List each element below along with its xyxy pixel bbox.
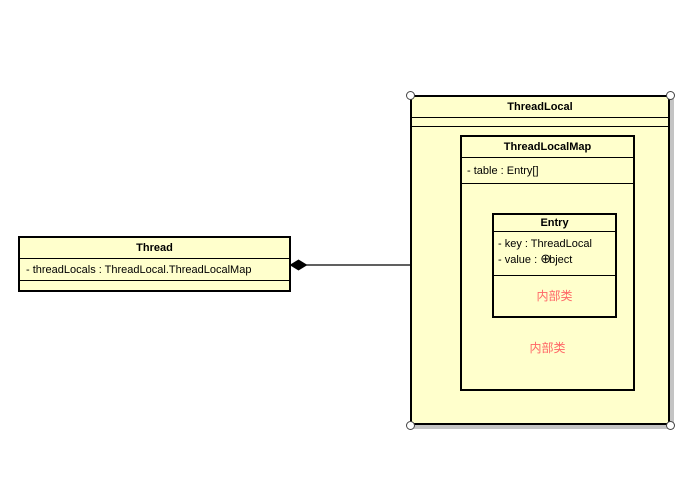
- class-box-thread[interactable]: Thread - threadLocals : ThreadLocal.Thre…: [18, 236, 291, 292]
- class-attribute-key: - key : ThreadLocal: [498, 238, 592, 250]
- class-attribute-table: - table : Entry[]: [467, 164, 539, 177]
- attribute-value-prefix: - value :: [498, 254, 541, 266]
- class-attributes-compartment-entry: - key : ThreadLocal - value : ⊕bject: [494, 232, 615, 276]
- class-attributes-compartment-threadlocalmap: - table : Entry[]: [462, 158, 633, 184]
- class-title-threadlocal: ThreadLocal: [412, 97, 668, 118]
- class-box-threadlocalmap[interactable]: ThreadLocalMap - table : Entry[] Entry -…: [460, 135, 635, 391]
- composition-diamond-icon: [289, 259, 308, 271]
- class-title-thread: Thread: [20, 238, 289, 259]
- class-body-compartment-entry: 内部类: [494, 276, 615, 315]
- class-attribute-value: - value : ⊕bject: [498, 252, 615, 268]
- selection-handle-bottom-right[interactable]: [666, 421, 675, 430]
- class-title-threadlocalmap: ThreadLocalMap: [462, 137, 633, 158]
- class-attributes-compartment-thread: - threadLocals : ThreadLocal.ThreadLocal…: [20, 259, 289, 281]
- class-title-entry: Entry: [494, 215, 615, 232]
- class-attribute-threadlocals: - threadLocals : ThreadLocal.ThreadLocal…: [26, 263, 252, 276]
- composition-link[interactable]: [289, 258, 411, 272]
- selection-handle-top-right[interactable]: [666, 91, 675, 100]
- attribute-value-suffix: bject: [549, 254, 573, 266]
- class-box-entry[interactable]: Entry - key : ThreadLocal - value : ⊕bje…: [492, 213, 617, 318]
- selection-handle-bottom-left[interactable]: [406, 421, 415, 430]
- class-attributes-compartment-threadlocal: [412, 118, 668, 127]
- class-box-threadlocal[interactable]: ThreadLocal ThreadLocalMap - table : Ent…: [410, 95, 670, 425]
- inner-class-label-threadlocalmap: 内部类: [529, 341, 566, 355]
- inner-class-label-entry: 内部类: [536, 289, 573, 303]
- selection-handle-top-left[interactable]: [406, 91, 415, 100]
- anchor-icon: ⊕: [540, 252, 552, 267]
